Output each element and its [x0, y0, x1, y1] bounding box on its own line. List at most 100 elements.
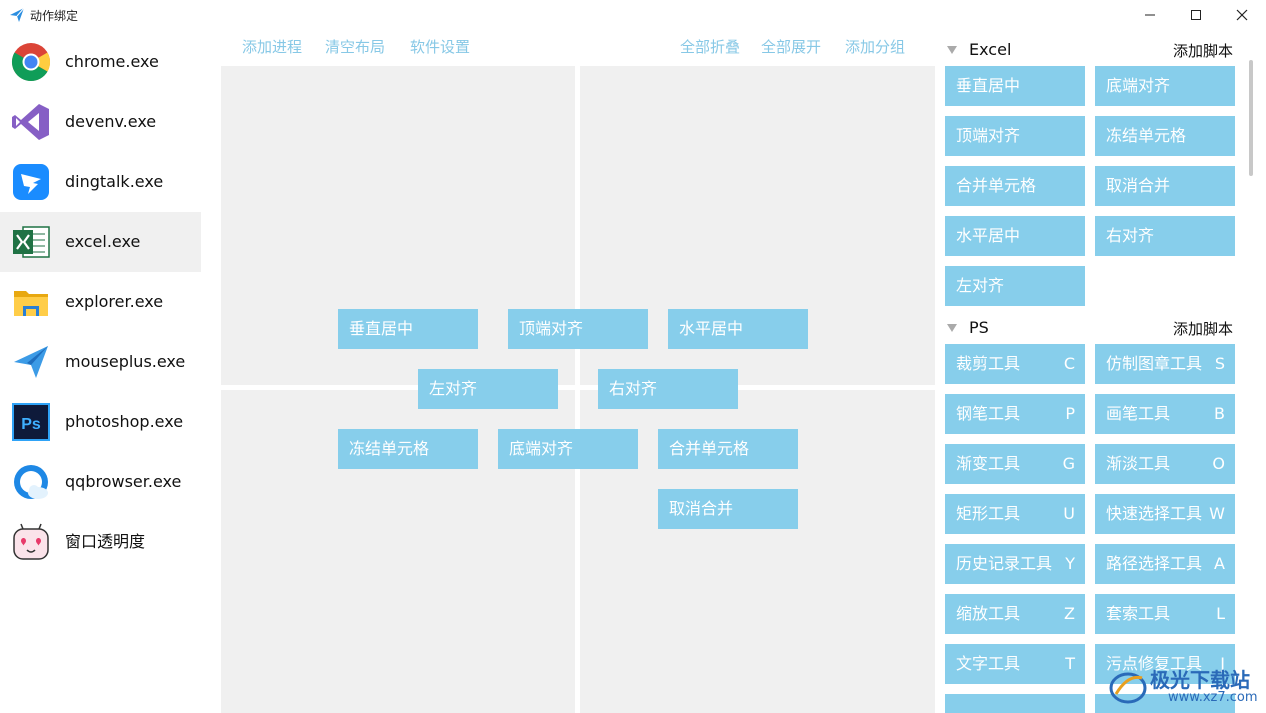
- process-item-chrome[interactable]: chrome.exe: [0, 32, 201, 92]
- process-label: photoshop.exe: [65, 412, 184, 431]
- hotkey-label: S: [1214, 354, 1225, 373]
- hotkey-label: U: [1063, 504, 1075, 523]
- panel-scrollbar[interactable]: [1246, 30, 1266, 713]
- script-button[interactable]: 冻结单元格: [1095, 116, 1235, 156]
- script-label: 取消合并: [1106, 176, 1171, 195]
- maximize-button[interactable]: [1173, 0, 1219, 30]
- script-button[interactable]: 渐淡工具 O: [1095, 444, 1235, 484]
- script-label: 套索工具: [1106, 604, 1171, 623]
- script-label: 合并单元格: [956, 176, 1037, 195]
- script-button[interactable]: 快速选择工具 W: [1095, 494, 1235, 534]
- script-button[interactable]: 合并单元格: [945, 166, 1085, 206]
- hotkey-label: P: [1065, 404, 1075, 423]
- script-label: 画笔工具: [1106, 404, 1171, 423]
- process-label: qqbrowser.exe: [65, 472, 182, 491]
- canvas-action-button[interactable]: 顶端对齐: [508, 309, 648, 349]
- script-label: 缩放工具: [956, 604, 1021, 623]
- hotkey-label: A: [1214, 554, 1225, 573]
- script-button[interactable]: 取消合并: [1095, 166, 1235, 206]
- process-label: 窗口透明度: [65, 532, 146, 551]
- script-button[interactable]: 水平居中: [945, 216, 1085, 256]
- process-label: dingtalk.exe: [65, 172, 164, 191]
- canvas-action-button[interactable]: 垂直居中: [338, 309, 478, 349]
- script-button[interactable]: 垂直居中: [945, 66, 1085, 106]
- hotkey-label: J: [1220, 654, 1225, 673]
- group-header-ps[interactable]: PS 添加脚本: [935, 312, 1245, 342]
- process-item-explorer[interactable]: explorer.exe: [0, 272, 201, 332]
- collapse-triangle-icon[interactable]: [947, 324, 957, 332]
- canvas-action-button[interactable]: 取消合并: [658, 489, 798, 529]
- script-button[interactable]: 顶端对齐: [945, 116, 1085, 156]
- hotkey-label: O: [1212, 454, 1225, 473]
- close-icon: [1236, 9, 1248, 21]
- script-button[interactable]: [945, 694, 1085, 713]
- process-label: chrome.exe: [65, 52, 159, 71]
- group-header-excel[interactable]: Excel 添加脚本: [935, 34, 1245, 64]
- process-item-excel[interactable]: excel.exe: [0, 212, 201, 272]
- watermark-logo-icon: [1109, 672, 1147, 704]
- script-label: 底端对齐: [1106, 76, 1171, 95]
- group-name: Excel: [969, 40, 1012, 59]
- process-item-window-opacity[interactable]: 窗口透明度: [0, 512, 201, 572]
- script-label: 渐变工具: [956, 454, 1021, 473]
- script-label: 裁剪工具: [956, 354, 1021, 373]
- script-button[interactable]: [1095, 694, 1235, 713]
- script-label: 垂直居中: [956, 76, 1021, 95]
- script-label: 仿制图章工具: [1106, 354, 1203, 373]
- canvas-action-button[interactable]: 合并单元格: [658, 429, 798, 469]
- add-process-link[interactable]: 添加进程: [242, 38, 303, 56]
- hotkey-label: L: [1216, 604, 1225, 623]
- script-label: 历史记录工具: [956, 554, 1053, 573]
- collapse-triangle-icon[interactable]: [947, 46, 957, 54]
- canvas-divider-horizontal: [221, 385, 935, 390]
- script-button[interactable]: 右对齐: [1095, 216, 1235, 256]
- canvas-action-button[interactable]: 左对齐: [418, 369, 558, 409]
- add-script-link[interactable]: 添加脚本: [1172, 320, 1233, 338]
- collapse-all-link[interactable]: 全部折叠: [680, 38, 741, 56]
- process-item-devenv[interactable]: devenv.exe: [0, 92, 201, 152]
- canvas-action-button[interactable]: 底端对齐: [498, 429, 638, 469]
- clear-layout-link[interactable]: 清空布局: [325, 38, 386, 56]
- window-title: 动作绑定: [30, 9, 79, 23]
- process-item-photoshop[interactable]: Ps photoshop.exe: [0, 392, 201, 452]
- script-label: 污点修复工具: [1106, 654, 1203, 673]
- hotkey-label: B: [1214, 404, 1225, 423]
- watermark: 极光下载站 www.xz7.com: [1108, 662, 1258, 710]
- software-settings-link[interactable]: 软件设置: [410, 38, 471, 56]
- add-group-link[interactable]: 添加分组: [845, 38, 906, 56]
- process-item-mouseplus[interactable]: mouseplus.exe: [0, 332, 201, 392]
- script-label: 冻结单元格: [1106, 126, 1187, 145]
- process-item-qqbrowser[interactable]: qqbrowser.exe: [0, 452, 201, 512]
- hotkey-label: W: [1209, 504, 1225, 523]
- svg-text:Ps: Ps: [21, 416, 41, 433]
- script-button[interactable]: 套索工具 L: [1095, 594, 1235, 634]
- canvas-action-button[interactable]: 水平居中: [668, 309, 808, 349]
- script-label: 渐淡工具: [1106, 454, 1171, 473]
- script-button[interactable]: 画笔工具 B: [1095, 394, 1235, 434]
- script-button[interactable]: 左对齐: [945, 266, 1085, 306]
- canvas-action-button[interactable]: 冻结单元格: [338, 429, 478, 469]
- process-item-dingtalk[interactable]: dingtalk.exe: [0, 152, 201, 212]
- visual-studio-icon: [12, 104, 49, 140]
- close-button[interactable]: [1219, 0, 1265, 30]
- dingtalk-icon: [13, 164, 49, 200]
- minimize-button[interactable]: [1127, 0, 1173, 30]
- script-label: 快速选择工具: [1106, 504, 1203, 523]
- watermark-text: 极光下载站: [1150, 668, 1250, 692]
- process-label: excel.exe: [65, 232, 141, 251]
- canvas-action-button[interactable]: 右对齐: [598, 369, 738, 409]
- scrollbar-thumb[interactable]: [1249, 60, 1253, 176]
- add-script-link[interactable]: 添加脚本: [1172, 42, 1233, 60]
- script-label: 右对齐: [1106, 226, 1155, 245]
- expand-all-link[interactable]: 全部展开: [761, 38, 822, 56]
- script-button[interactable]: 仿制图章工具 S: [1095, 344, 1235, 384]
- script-button[interactable]: 底端对齐: [1095, 66, 1235, 106]
